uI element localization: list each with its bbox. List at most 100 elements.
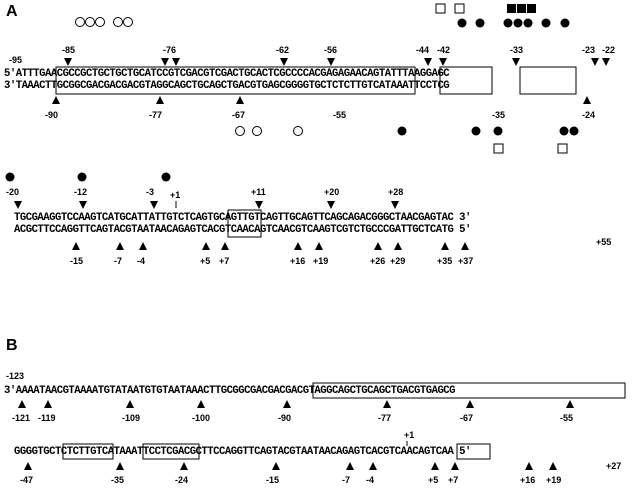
- end-label: +55: [596, 237, 612, 247]
- marker-label: -15: [70, 256, 84, 266]
- marker-label: +19: [546, 475, 562, 485]
- cleavage-arrow: [283, 400, 291, 408]
- cleavage-arrow: [441, 242, 449, 250]
- cleavage-arrow: [294, 242, 302, 250]
- marker-label: -23: [582, 45, 596, 55]
- marker-label: +5: [428, 475, 439, 485]
- marker-label: -77: [149, 110, 163, 120]
- sequence-box: [439, 66, 493, 95]
- panel-a-line2-top-strand: TGCGAAGGTCCAAGTCATGCATTATTGTCTCAGTGCAGTT…: [14, 212, 471, 224]
- marker-label: -35: [492, 110, 506, 120]
- cleavage-arrow: [327, 201, 335, 209]
- marker-label: -4: [137, 256, 146, 266]
- marker-label: -24: [175, 475, 189, 485]
- panel-a-bottom-strand: 3'TAAACTTGCGGCGACGACGACGTAGGCAGCTGCAGCTG…: [4, 80, 450, 92]
- open-circle: [95, 17, 105, 27]
- filled-circle: [475, 18, 485, 28]
- marker-label: -35: [111, 475, 125, 485]
- marker-label: -67: [232, 110, 246, 120]
- marker-label: -33: [510, 45, 524, 55]
- open-circle: [293, 126, 303, 136]
- marker-label: -119: [38, 413, 56, 423]
- sequence-box: [142, 443, 200, 460]
- cleavage-arrow: [374, 242, 382, 250]
- sequence-box: [227, 209, 262, 238]
- marker-label: -77: [378, 413, 392, 423]
- marker-label: -22: [602, 45, 616, 55]
- cleavage-arrow: [424, 58, 432, 66]
- cleavage-arrow: [431, 462, 439, 470]
- filled-circle: [493, 126, 503, 136]
- open-square: [557, 143, 568, 154]
- marker-label: -20: [6, 187, 20, 197]
- marker-label: +7: [219, 256, 230, 266]
- marker-label: +11: [251, 187, 266, 197]
- open-square: [435, 3, 446, 14]
- marker-label: -7: [342, 475, 351, 485]
- marker-label: +19: [313, 256, 329, 266]
- end-label: +27: [606, 461, 622, 471]
- filled-circle: [503, 18, 513, 28]
- cleavage-arrow: [391, 201, 399, 209]
- filled-circle: [560, 18, 570, 28]
- panel-a-label: A: [6, 3, 18, 20]
- filled-square: [527, 4, 536, 13]
- open-circle: [85, 17, 95, 27]
- filled-circle: [559, 126, 569, 136]
- filled-circle: [569, 126, 579, 136]
- marker-label: -55: [333, 110, 347, 120]
- cleavage-arrow: [156, 96, 164, 104]
- filled-square: [507, 4, 516, 13]
- cleavage-arrow: [236, 96, 244, 104]
- marker-label: +16: [520, 475, 536, 485]
- sequence-box: [312, 382, 626, 399]
- cleavage-arrow: [394, 242, 402, 250]
- cleavage-arrow: [602, 58, 610, 66]
- cleavage-arrow: [525, 462, 533, 470]
- cleavage-arrow: [451, 462, 459, 470]
- cleavage-arrow: [327, 58, 335, 66]
- cleavage-arrow: [79, 201, 87, 209]
- open-circle: [252, 126, 262, 136]
- cleavage-arrow: [202, 242, 210, 250]
- cleavage-arrow: [139, 242, 147, 250]
- marker-label: +28: [388, 187, 404, 197]
- marker-label: +26: [370, 256, 386, 266]
- cleavage-arrow: [44, 400, 52, 408]
- marker-label: +20: [324, 187, 340, 197]
- cleavage-arrow: [512, 58, 520, 66]
- cleavage-arrow: [180, 462, 188, 470]
- panel-a-line2-bottom-strand: ACGCTTCCAGGTTCAGTACGTAATAACAGAGTCACGTCAA…: [14, 224, 471, 236]
- cleavage-arrow: [461, 242, 469, 250]
- panel-b-start-label: -123: [6, 371, 25, 381]
- panel-b-label: B: [6, 337, 18, 354]
- marker-label: -121: [12, 413, 31, 423]
- marker-label: -12: [74, 187, 88, 197]
- cleavage-arrow: [72, 242, 80, 250]
- cleavage-arrow: [369, 462, 377, 470]
- marker-label: -24: [582, 110, 596, 120]
- cleavage-arrow: [466, 400, 474, 408]
- sequence-box: [456, 443, 491, 460]
- cleavage-arrow: [64, 58, 72, 66]
- marker-label: -15: [266, 475, 280, 485]
- filled-circle: [541, 18, 551, 28]
- open-circle: [235, 126, 245, 136]
- cleavage-arrow: [346, 462, 354, 470]
- cleavage-arrow: [150, 201, 158, 209]
- marker-label: -3: [146, 187, 155, 197]
- sequence-box: [55, 66, 416, 95]
- marker-label: -44: [416, 45, 430, 55]
- marker-label: -55: [560, 413, 574, 423]
- open-square: [493, 143, 504, 154]
- cleavage-arrow: [116, 462, 124, 470]
- marker-label: -76: [163, 45, 177, 55]
- cleavage-arrow: [161, 58, 169, 66]
- marker-label: -62: [276, 45, 290, 55]
- cleavage-arrow: [24, 462, 32, 470]
- marker-label: -7: [114, 256, 123, 266]
- marker-label: -47: [20, 475, 34, 485]
- marker-label: +7: [448, 475, 459, 485]
- cleavage-arrow: [18, 400, 26, 408]
